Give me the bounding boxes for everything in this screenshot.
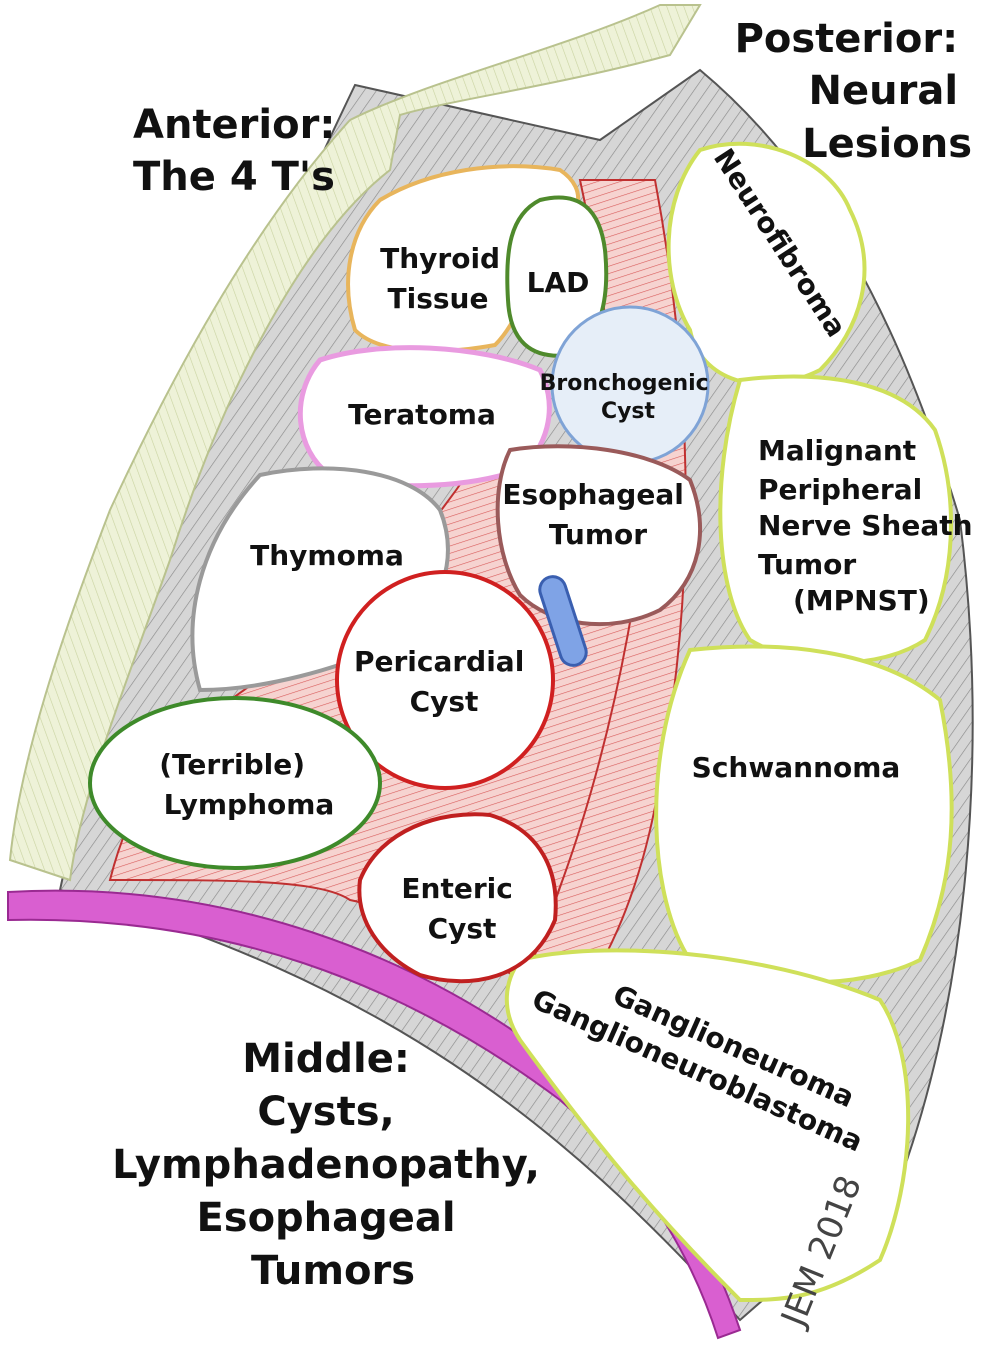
neurofibroma-mass <box>666 141 867 386</box>
enteric-cyst <box>357 812 558 984</box>
label-pericardial: Pericardial Cyst <box>354 645 534 718</box>
label-mpnst: Malignant Peripheral Nerve Sheath Tumor … <box>758 434 982 617</box>
pericardial-cyst <box>335 570 555 790</box>
label-esophageal: Esophageal Tumor <box>502 478 693 551</box>
vessel-icon <box>538 575 588 667</box>
heading-middle: Middle: Cysts, Lymphadenopathy, Esophage… <box>112 1036 554 1294</box>
label-enteric: Enteric Cyst <box>401 872 522 945</box>
lymphoma-mass <box>88 696 382 870</box>
ganglioneuroma-mass <box>504 948 911 1303</box>
sternum-wall <box>8 4 702 882</box>
label-thyroid: Thyroid Tissue <box>380 242 510 315</box>
label-teratoma: Teratoma <box>348 398 496 431</box>
heading-anterior: Anterior: The 4 T's <box>133 102 349 200</box>
label-lymphoma: (Terrible) Lymphoma <box>159 748 334 821</box>
label-lad: LAD <box>527 266 590 299</box>
schwannoma-mass <box>654 644 954 985</box>
heading-posterior: Posterior: Neural Lesions <box>735 16 972 167</box>
label-schwannoma: Schwannoma <box>692 751 901 784</box>
label-thymoma: Thymoma <box>250 539 404 572</box>
label-bronchogenic: Bronchogenic Cyst <box>540 371 717 424</box>
mpnst-mass <box>718 374 953 665</box>
